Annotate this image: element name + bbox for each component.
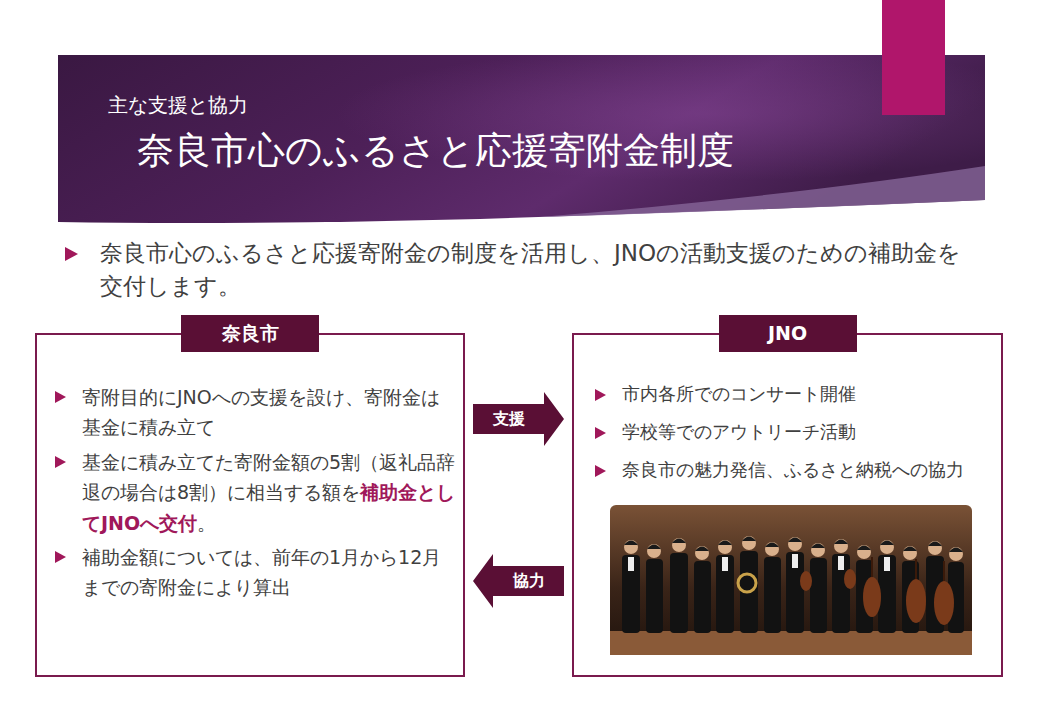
section-subtitle: 主な支援と協力 [108, 92, 248, 119]
bullet-item: 基金に積み立てた寄附金額の5割（返礼品辞退の場合は8割）に相当する額を補助金とし… [82, 447, 457, 538]
bullet-item: 寄附目的にJNOへの支援を設け、寄附金は基金に積み立て [82, 382, 457, 443]
bullet-text: 奈良市の魅力発信、ふるさと納税への協力 [622, 459, 964, 480]
bullet-text: 市内各所でのコンサート開催 [622, 383, 856, 404]
bullet-item: 奈良市の魅力発信、ふるさと納税への協力 [622, 456, 990, 485]
slide-title: 奈良市心のふるさと応援寄附金制度 [137, 126, 734, 176]
orchestra-photo [610, 505, 972, 655]
content-box: JNO市内各所でのコンサート開催学校等でのアウトリーチ活動奈良市の魅力発信、ふる… [572, 333, 1003, 677]
bullet-text: 学校等でのアウトリーチ活動 [622, 421, 856, 442]
bullet-text: 補助金額については、前年の1月から12月までの寄附金により算出 [82, 546, 441, 598]
title-band [58, 55, 985, 223]
accent-bar [882, 0, 945, 115]
box-header: 奈良市 [181, 315, 319, 352]
intro-text: 奈良市心のふるさと応援寄附金の制度を活用し、JNOの活動支援のための補助金を交付… [100, 237, 980, 304]
bullet-text: 。 [197, 512, 216, 534]
band-wave [540, 166, 985, 217]
bullet-item: 補助金額については、前年の1月から12月までの寄附金により算出 [82, 542, 457, 603]
bullet-item: 市内各所でのコンサート開催 [622, 380, 990, 409]
arrow-label: 支援 [493, 409, 525, 429]
bullet-text: 寄附目的にJNOへの支援を設け、寄附金は基金に積み立て [82, 386, 440, 438]
box-header: JNO [719, 315, 857, 352]
block-arrow [473, 392, 564, 446]
bullet-list: 市内各所でのコンサート開催学校等でのアウトリーチ活動奈良市の魅力発信、ふるさと納… [622, 380, 990, 493]
block-arrow [473, 554, 564, 608]
arrow-label: 協力 [513, 571, 545, 591]
content-box: 奈良市寄附目的にJNOへの支援を設け、寄附金は基金に積み立て基金に積み立てた寄附… [35, 333, 465, 677]
bullet-list: 寄附目的にJNOへの支援を設け、寄附金は基金に積み立て基金に積み立てた寄附金額の… [82, 382, 457, 607]
bullet-item: 学校等でのアウトリーチ活動 [622, 418, 990, 447]
title-band-glow [58, 55, 985, 223]
